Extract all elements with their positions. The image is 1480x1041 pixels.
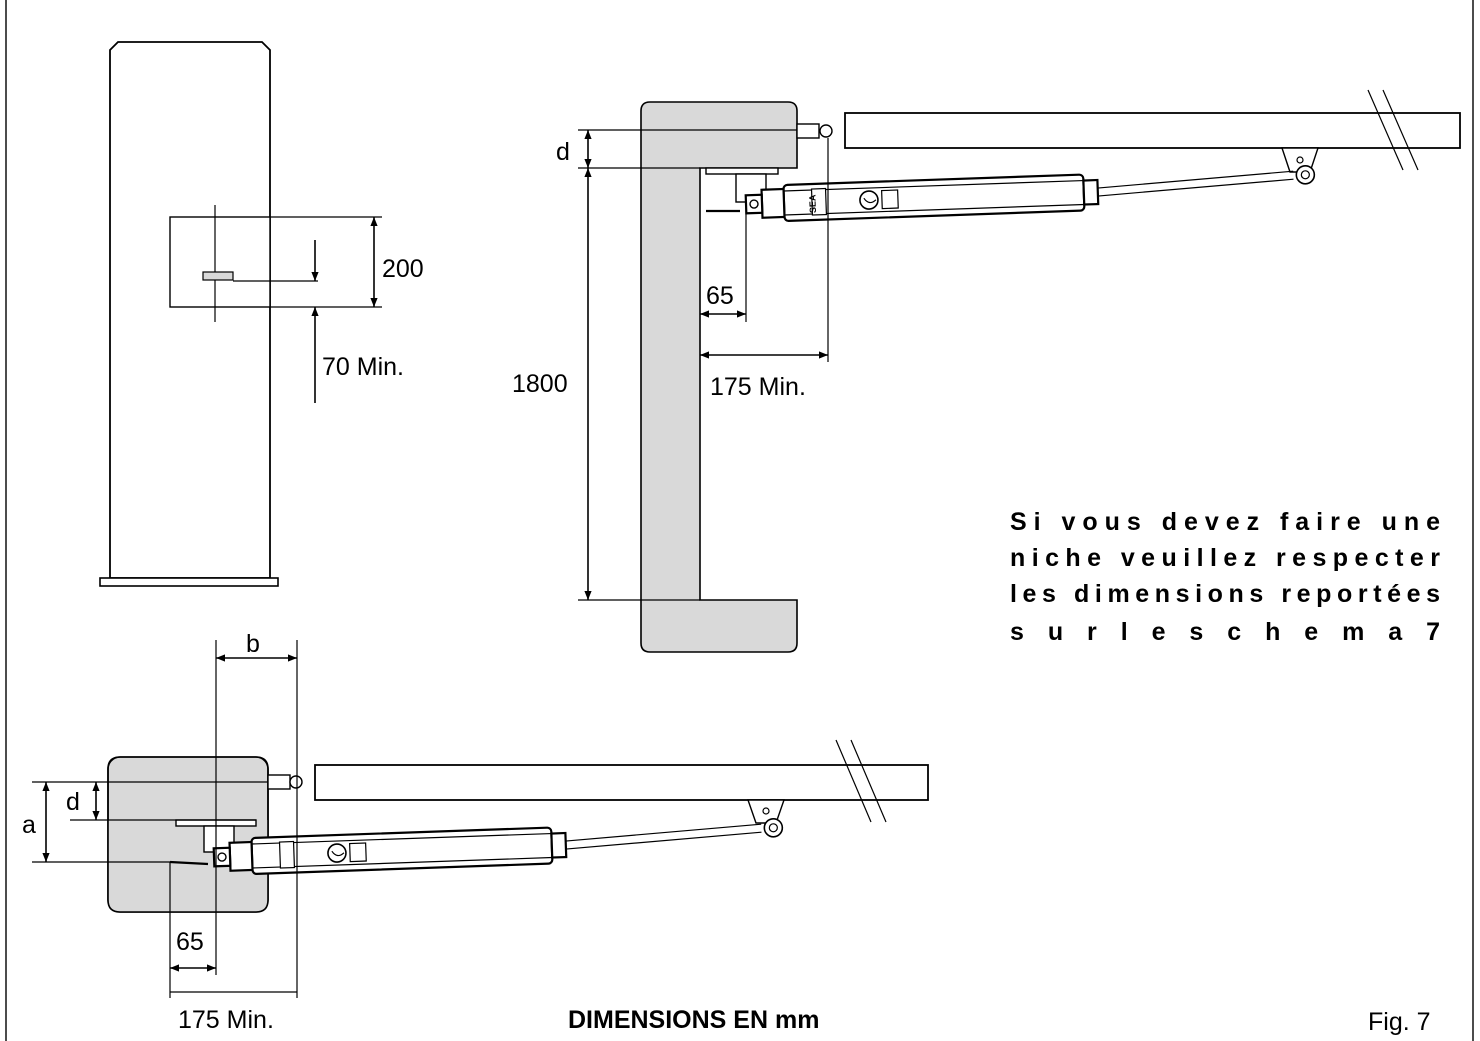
bracket-area (169, 216, 271, 308)
gate-leaf (844, 112, 1461, 149)
pillar-actuator-motor (212, 817, 785, 877)
dimension-1800-label: 1800 (512, 370, 568, 398)
post-base-plate (99, 577, 279, 587)
dimension-b-label: b (246, 630, 260, 658)
note-line-2: niche veuillez respecter (1010, 544, 1440, 572)
dimension-a-label: a (22, 811, 36, 839)
dimension-65-label-bottom: 65 (176, 928, 204, 956)
dimension-200-label: 200 (382, 255, 424, 283)
dimension-175-min-label: 175 Min. (710, 373, 806, 401)
niche-view: SEA d 1800 65 175 Min. (512, 89, 1461, 653)
note-line-1: Si vous devez faire une (1010, 508, 1440, 536)
note-line-4: s u r l e s c h e m a 7 (1010, 618, 1440, 646)
installation-note: Si vous devez faire une niche veuillez r… (1010, 508, 1440, 646)
mounting-bracket (202, 271, 234, 281)
footer-title: DIMENSIONS EN mm (568, 1006, 819, 1034)
note-line-3: les dimensions reportées (1010, 580, 1440, 608)
dimension-d-label-bottom: d (66, 788, 80, 816)
gate-post-outline (109, 41, 271, 579)
dimension-d-label: d (556, 138, 570, 166)
figure-label: Fig. 7 (1368, 1008, 1431, 1036)
gate-leaf-bottom (314, 764, 929, 801)
wall-niche-section (640, 101, 798, 653)
dimension-65-label: 65 (706, 282, 734, 310)
dimension-70-min-label: 70 Min. (322, 353, 404, 381)
gate-actuator-motor (744, 164, 1317, 224)
motor-brand-label: SEA (807, 194, 818, 213)
pillar-view: b d a 65 175 Min. (22, 630, 929, 1034)
front-view: 200 70 Min. (99, 41, 424, 587)
dimension-175-min-label-bottom: 175 Min. (178, 1006, 274, 1034)
